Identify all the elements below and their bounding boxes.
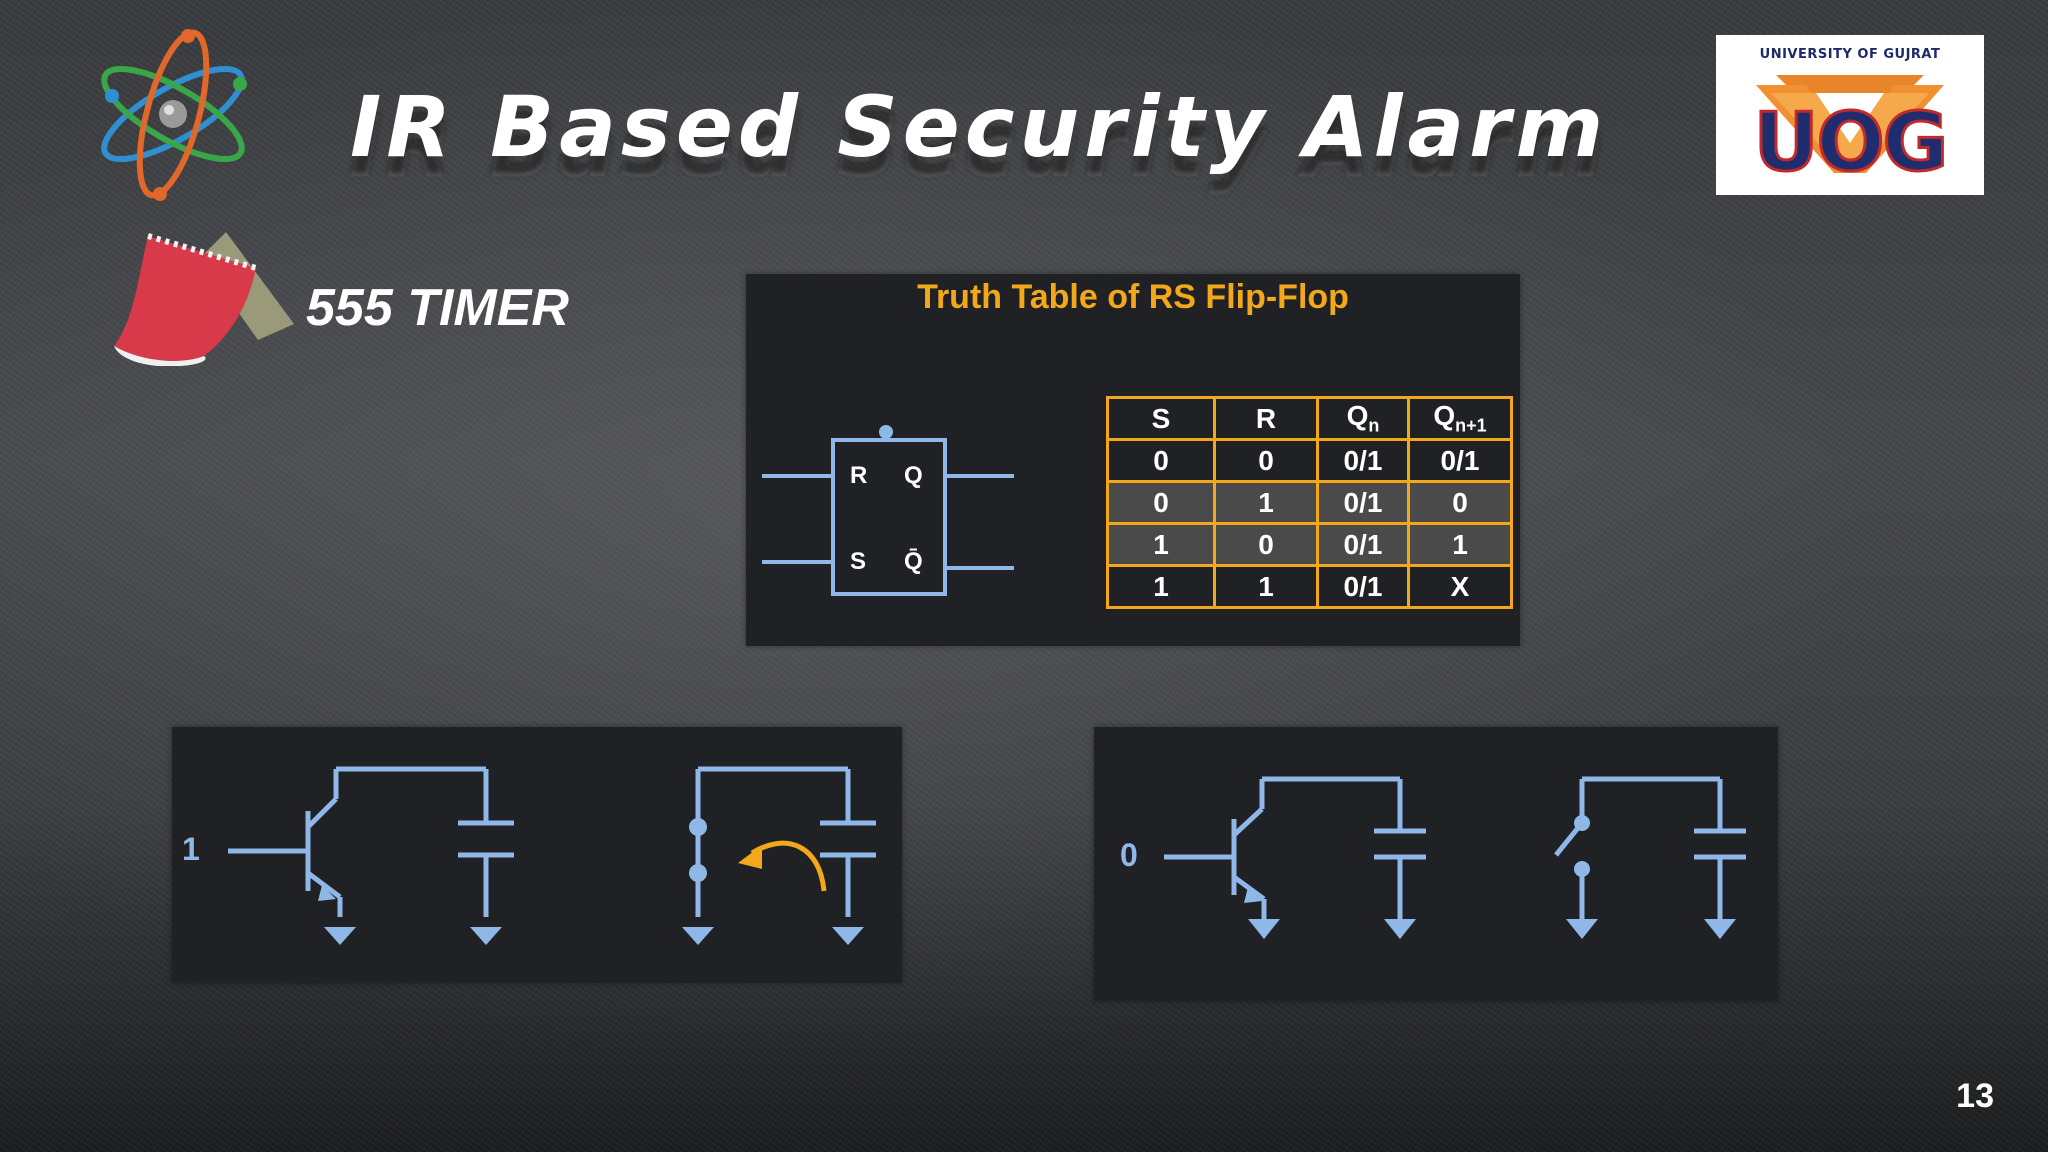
table-row: 1 0 0/1 1 — [1106, 522, 1513, 567]
table-cell: 0 — [1213, 522, 1319, 567]
notepad-icon — [108, 228, 294, 366]
truth-table-panel: Truth Table of RS Flip-Flop R Q S Q̄ S R… — [746, 274, 1520, 646]
circuit-input-label: 1 — [182, 831, 200, 867]
table-cell: 0/1 — [1407, 438, 1513, 483]
transistor-circuit-diagram — [1164, 776, 1746, 939]
table-row: 0 1 0/1 0 — [1106, 480, 1513, 525]
table-header-cell: Qn+1 — [1407, 396, 1513, 441]
table-cell: 0 — [1213, 438, 1319, 483]
table-header-cell: Qn — [1316, 396, 1410, 441]
table-cell: 1 — [1213, 564, 1319, 609]
table-header-cell: R — [1213, 396, 1319, 441]
logo-letters: UOG — [1752, 96, 1950, 189]
table-cell: 0 — [1106, 438, 1216, 483]
table-cell: 1 — [1106, 522, 1216, 567]
table-row: 0 0 0/1 0/1 — [1106, 438, 1513, 483]
atom-icon — [90, 24, 256, 204]
transistor-circuit-off-panel: 0 — [1094, 727, 1778, 1001]
table-cell: 1 — [1213, 480, 1319, 525]
flip-flop-pin-q-bar: Q̄ — [904, 548, 923, 575]
logo-caption: UNIVERSITY OF GUJRAT — [1759, 47, 1941, 62]
page-number: 13 — [1956, 1077, 1994, 1115]
transistor-circuit-diagram — [228, 766, 876, 945]
table-cell: 0 — [1106, 480, 1216, 525]
table-header-cell: S — [1106, 396, 1216, 441]
table-cell: 0/1 — [1316, 564, 1410, 609]
flip-flop-pin-r: R — [850, 462, 868, 489]
flip-flop-pin-q: Q — [904, 462, 923, 489]
truth-table-heading: Truth Table of RS Flip-Flop — [917, 278, 1349, 316]
slide-title: IR Based Security Alarm — [350, 78, 1609, 176]
circuit-input-label: 0 — [1120, 837, 1138, 873]
table-cell: 1 — [1106, 564, 1216, 609]
table-cell: X — [1407, 564, 1513, 609]
transistor-circuit-on-panel: 1 — [172, 727, 902, 983]
flip-flop-pin-s: S — [850, 548, 867, 575]
table-cell: 0/1 — [1316, 522, 1410, 567]
table-cell: 1 — [1407, 522, 1513, 567]
slide-subtitle: 555 TIMER — [306, 279, 569, 337]
table-header-row: S R Qn Qn+1 — [1106, 396, 1513, 441]
rs-flip-flop-symbol — [762, 425, 1014, 596]
table-cell: 0/1 — [1316, 480, 1410, 525]
truth-table: S R Qn Qn+1 0 0 0/1 0/1 0 1 0/1 0 1 0 0/… — [1106, 396, 1513, 609]
table-cell: 0 — [1407, 480, 1513, 525]
table-row: 1 1 0/1 X — [1106, 564, 1513, 609]
table-cell: 0/1 — [1316, 438, 1410, 483]
university-logo: UNIVERSITY OF GUJRAT UOG — [1716, 35, 1984, 195]
